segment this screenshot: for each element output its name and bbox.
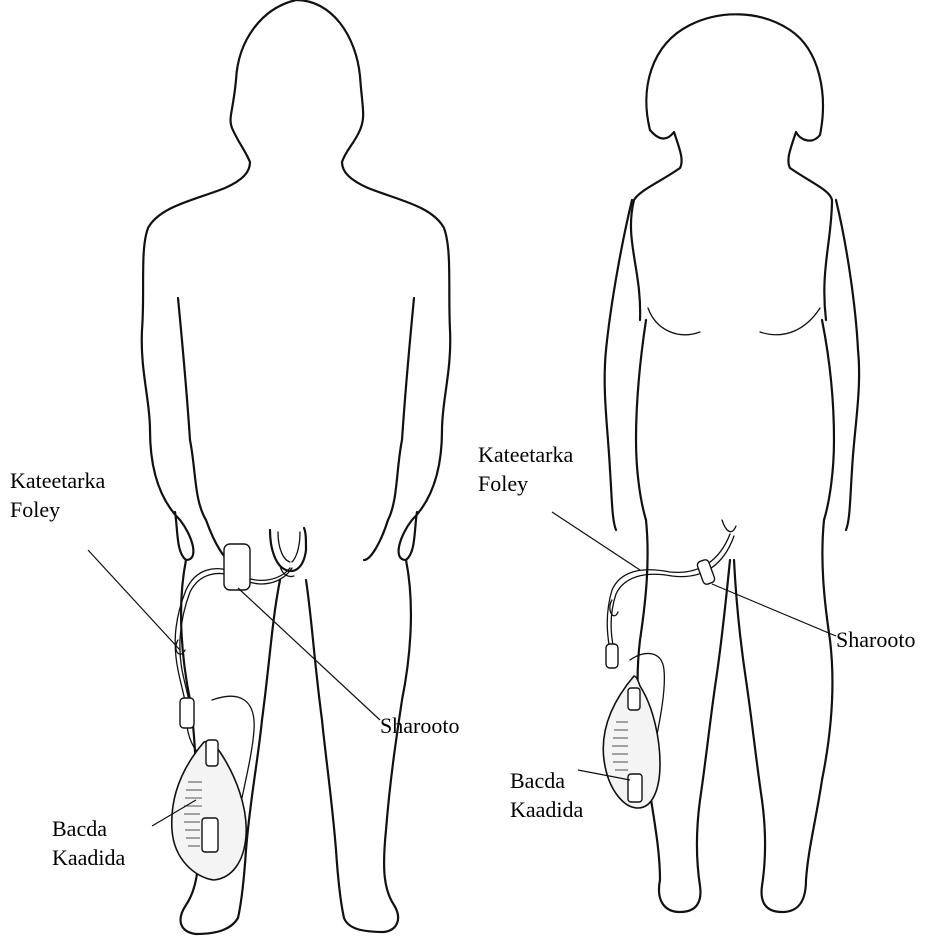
male-catheter-label-line2: Foley (10, 495, 105, 524)
male-bag-label: Bacda Kaadida (52, 814, 125, 872)
male-connector-label: Sharooto (380, 711, 459, 740)
male-leg-strap-clip (224, 544, 250, 590)
female-bag-label: Bacda Kaadida (510, 766, 583, 824)
female-connector-label: Sharooto (836, 625, 915, 654)
female-bag-label-line1: Bacda (510, 766, 583, 795)
male-bag-label-line2: Kaadida (52, 843, 125, 872)
male-body-outline (142, 0, 296, 560)
female-catheter-label: Kateetarka Foley (478, 440, 573, 498)
male-catheter-label: Kateetarka Foley (10, 466, 105, 524)
female-catheter-leader (552, 512, 640, 570)
male-catheter-leader (88, 550, 180, 650)
female-drainage-bag (603, 653, 664, 808)
female-catheter-label-line2: Foley (478, 469, 573, 498)
male-figure (88, 0, 450, 934)
male-catheter-label-line1: Kateetarka (10, 466, 105, 495)
female-figure (552, 14, 859, 912)
female-connector-leader (712, 584, 836, 636)
female-catheter-label-line1: Kateetarka (478, 440, 573, 469)
male-bag-label-line1: Bacda (52, 814, 125, 843)
female-body-outline (646, 14, 832, 320)
female-leg-strap-clip (696, 559, 715, 586)
female-bag-label-line2: Kaadida (510, 795, 583, 824)
